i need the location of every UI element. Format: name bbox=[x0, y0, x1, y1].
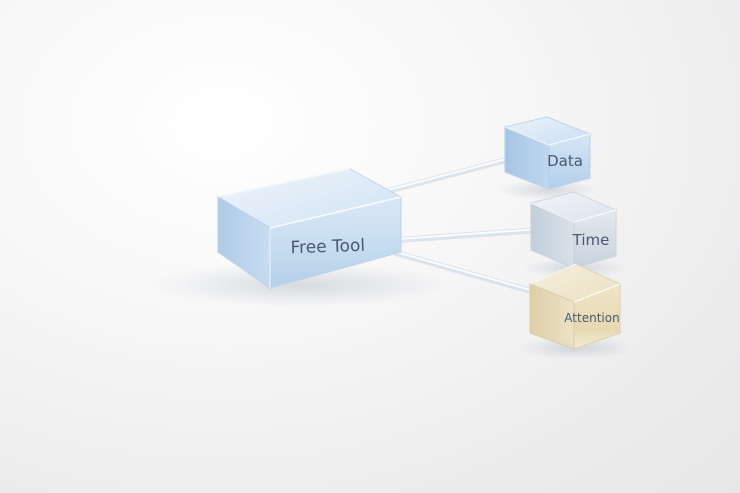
target-cube-data: Data bbox=[503, 116, 592, 190]
connectors bbox=[385, 155, 543, 296]
target-cube-time: Time bbox=[529, 191, 618, 269]
source-shadow bbox=[150, 263, 450, 307]
connector-time bbox=[395, 227, 543, 243]
connector-data bbox=[385, 155, 517, 194]
target-cube-attention: Attention bbox=[528, 263, 622, 350]
connector-attention bbox=[393, 250, 541, 296]
